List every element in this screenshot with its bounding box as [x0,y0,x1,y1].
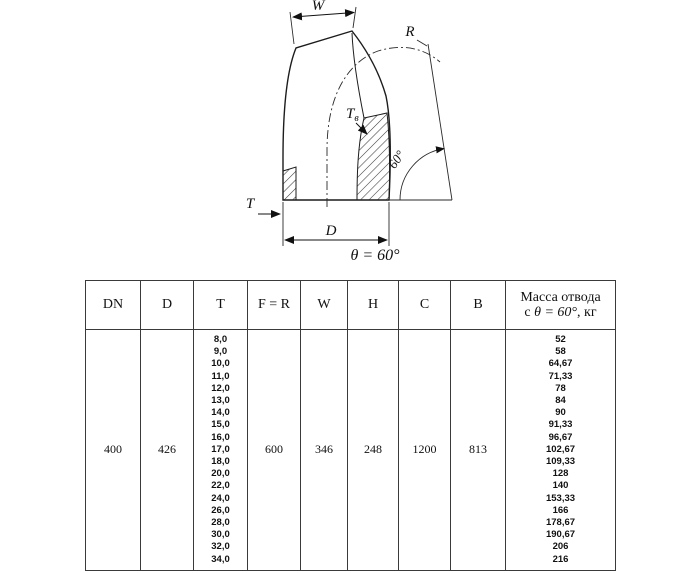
r-leader-line [416,39,428,47]
list-value: 24,0 [211,492,230,504]
list-value: 20,0 [211,468,230,480]
cell-fr: 600 [247,329,301,571]
list-value: 30,0 [211,529,230,541]
list-value: 90 [555,407,566,419]
spec-table: DN D T F = R W H C B Масса отвода с θ = … [85,280,616,571]
list-value: 128 [552,468,569,480]
elbow-diagram-svg: 60° W R T Tв D [246,0,453,246]
cell-d: 426 [140,329,194,571]
list-value: 84 [555,395,566,407]
list-value: 16,0 [211,431,230,443]
list-value: 190,67 [545,529,576,541]
tv-leader-line [355,122,368,135]
header-cell-t: T [193,280,248,330]
technical-drawing-panel: 60° W R T Tв D θ = 60° [0,0,700,278]
list-value: 178,67 [545,517,576,529]
list-value: 216 [552,553,569,565]
list-value: 153,33 [545,492,576,504]
header-cell-mass: Масса отвода с θ = 60°, кг [505,280,616,330]
list-value: 206 [552,541,569,553]
list-value: 52 [555,334,566,345]
bore-edge-line [351,32,365,119]
list-value: 11,0 [211,370,230,382]
list-value: 109,33 [545,456,576,468]
header-cell-b: B [450,280,506,330]
header-cell-dn: DN [85,280,141,330]
list-value: 22,0 [211,480,230,492]
header-cell-d: D [140,280,194,330]
list-value: 17,0 [211,443,230,455]
list-value: 14,0 [211,407,230,419]
list-value: 91,33 [548,419,573,431]
list-value: 58 [555,346,566,358]
list-value: 28,0 [211,517,230,529]
d-dim-label: D [325,223,337,239]
header-row: DN D T F = R W H C B Масса отвода с θ = … [85,280,616,330]
angle-ray [427,43,453,201]
list-value: 12,0 [211,382,230,394]
w-extension-line-1 [289,11,295,45]
cell-dn: 400 [85,329,141,571]
list-value: 15,0 [211,419,230,431]
list-value: 9,0 [213,346,228,358]
list-value: 13,0 [211,395,230,407]
mass-header-line2: с θ = 60°, кг [524,305,597,320]
list-value: 32,0 [211,541,230,553]
centerline-dashdot [326,46,441,207]
list-value: 34,0 [211,553,230,565]
header-cell-w: W [300,280,348,330]
w-dim-label: W [312,0,326,14]
r-dim-label: R [404,24,414,40]
cell-b: 813 [450,329,506,571]
cell-c: 1200 [398,329,451,571]
cell-h: 248 [347,329,399,571]
tv-dim-label: Tв [346,106,359,124]
intrados-wall-section [356,112,391,201]
list-value: 71,33 [548,370,573,382]
header-cell-fr: F = R [247,280,301,330]
list-value: 96,67 [548,431,573,443]
list-value: 78 [555,382,566,394]
w-extension-line-2 [352,6,357,29]
t-dim-label: T [246,196,256,212]
list-value: 8,0 [213,334,228,345]
list-value: 18,0 [211,456,230,468]
list-value: 64,67 [548,358,573,370]
list-value: 26,0 [211,504,230,516]
cell-w: 346 [300,329,348,571]
theta-caption: θ = 60° [350,247,400,264]
header-cell-c: C [398,280,451,330]
elbow-body-outline [282,30,391,201]
mass-header-line1: Масса отвода [520,290,601,305]
list-value: 102,67 [545,443,576,455]
extrados-wall-section [282,166,297,201]
angle-arc [399,146,445,201]
list-value: 10,0 [211,358,230,370]
list-value: 140 [552,480,569,492]
list-value: 166 [552,504,569,516]
header-cell-h: H [347,280,399,330]
w-dimension-line [292,9,355,21]
